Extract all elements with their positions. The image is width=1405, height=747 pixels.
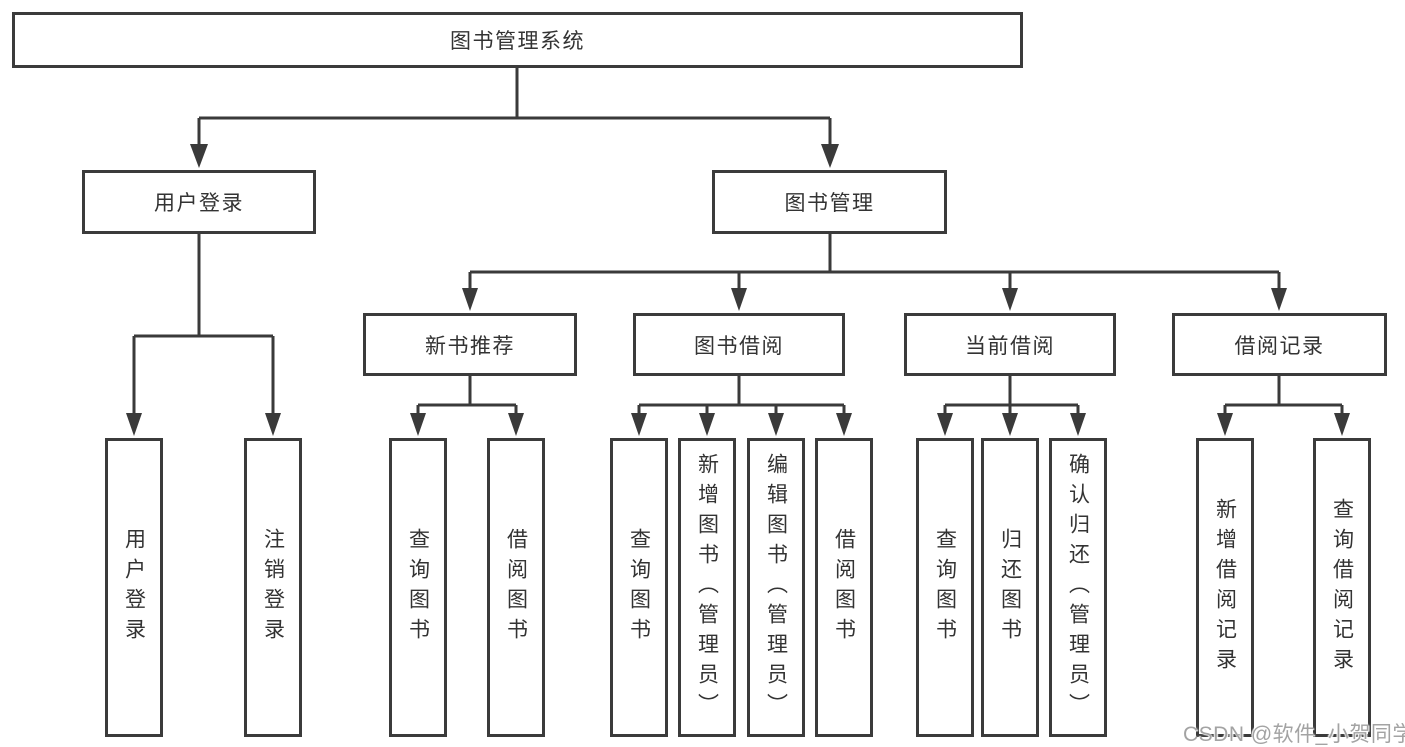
node-book-borrowing: 图书借阅: [633, 313, 845, 376]
leaf-borrow-books: 借阅图书: [815, 438, 873, 737]
leaf-label: 查询借阅记录: [1330, 497, 1354, 678]
leaf-query-books-recommend: 查询图书: [389, 438, 447, 737]
leaf-add-books-admin: 新增图书（管理员）: [678, 438, 736, 737]
node-current-borrowing: 当前借阅: [904, 313, 1116, 376]
arrowhead: [508, 413, 524, 436]
leaf-query-books-current: 查询图书: [916, 438, 974, 737]
leaf-borrow-books-recommend: 借阅图书: [487, 438, 545, 737]
connector-current-to-leaves: [937, 376, 1086, 436]
node-label: 新书推荐: [425, 334, 515, 358]
leaf-label: 借阅图书: [832, 527, 856, 648]
leaf-return-books: 归还图书: [981, 438, 1039, 737]
arrowhead: [462, 288, 478, 311]
connector-book-mgmt-to-level3: [462, 234, 1287, 311]
arrowhead: [1002, 288, 1018, 311]
connector-recommend-to-leaves: [410, 376, 524, 436]
leaf-label: 用户登录: [122, 527, 146, 648]
leaf-label: 确认归还（管理员）: [1066, 452, 1090, 723]
connector-user-login-to-leaves: [126, 234, 281, 436]
watermark: CSDN @软件_小贺同学: [1183, 723, 1405, 746]
arrowhead: [1002, 413, 1018, 436]
arrowhead: [126, 413, 142, 436]
arrowhead: [190, 144, 208, 168]
leaf-label: 新增借阅记录: [1213, 497, 1237, 678]
arrowhead: [1271, 288, 1287, 311]
leaf-label: 新增图书（管理员）: [695, 452, 719, 723]
leaf-logout: 注销登录: [244, 438, 302, 737]
leaf-user-login: 用户登录: [105, 438, 163, 737]
connector-records-to-leaves: [1217, 376, 1350, 436]
node-label: 图书借阅: [694, 334, 784, 358]
arrowhead: [265, 413, 281, 436]
leaf-label: 查询图书: [933, 527, 957, 648]
arrowhead: [631, 413, 647, 436]
arrowhead: [821, 144, 839, 168]
leaf-confirm-return-admin: 确认归还（管理员）: [1049, 438, 1107, 737]
arrowhead: [410, 413, 426, 436]
node-book-management: 图书管理: [712, 170, 947, 234]
arrowhead: [699, 413, 715, 436]
leaf-label: 借阅图书: [504, 527, 528, 648]
connector-root-to-level2: [190, 68, 839, 168]
leaf-label: 查询图书: [627, 527, 651, 648]
leaf-label: 归还图书: [998, 527, 1022, 648]
arrowhead: [731, 288, 747, 311]
connector-borrow-to-leaves: [631, 376, 852, 436]
node-label: 图书管理: [784, 192, 875, 215]
leaf-label: 注销登录: [261, 527, 285, 648]
node-user-login: 用户登录: [82, 170, 316, 234]
node-label: 图书管理系统: [450, 30, 585, 53]
leaf-query-borrow-record: 查询借阅记录: [1313, 438, 1371, 737]
arrowhead: [768, 413, 784, 436]
node-new-book-recommend: 新书推荐: [363, 313, 577, 376]
node-label: 当前借阅: [965, 334, 1055, 358]
arrowhead: [1334, 413, 1350, 436]
leaf-label: 编辑图书（管理员）: [764, 452, 788, 723]
arrowhead: [1217, 413, 1233, 436]
arrowhead: [1070, 413, 1086, 436]
node-borrow-records: 借阅记录: [1172, 313, 1387, 376]
node-label: 用户登录: [154, 192, 244, 215]
node-label: 借阅记录: [1234, 334, 1325, 358]
leaf-label: 查询图书: [406, 527, 430, 648]
arrowhead: [937, 413, 953, 436]
leaf-edit-books-admin: 编辑图书（管理员）: [747, 438, 805, 737]
leaf-query-books-borrow: 查询图书: [610, 438, 668, 737]
leaf-add-borrow-record: 新增借阅记录: [1196, 438, 1254, 737]
node-root-system: 图书管理系统: [12, 12, 1023, 68]
arrowhead: [836, 413, 852, 436]
